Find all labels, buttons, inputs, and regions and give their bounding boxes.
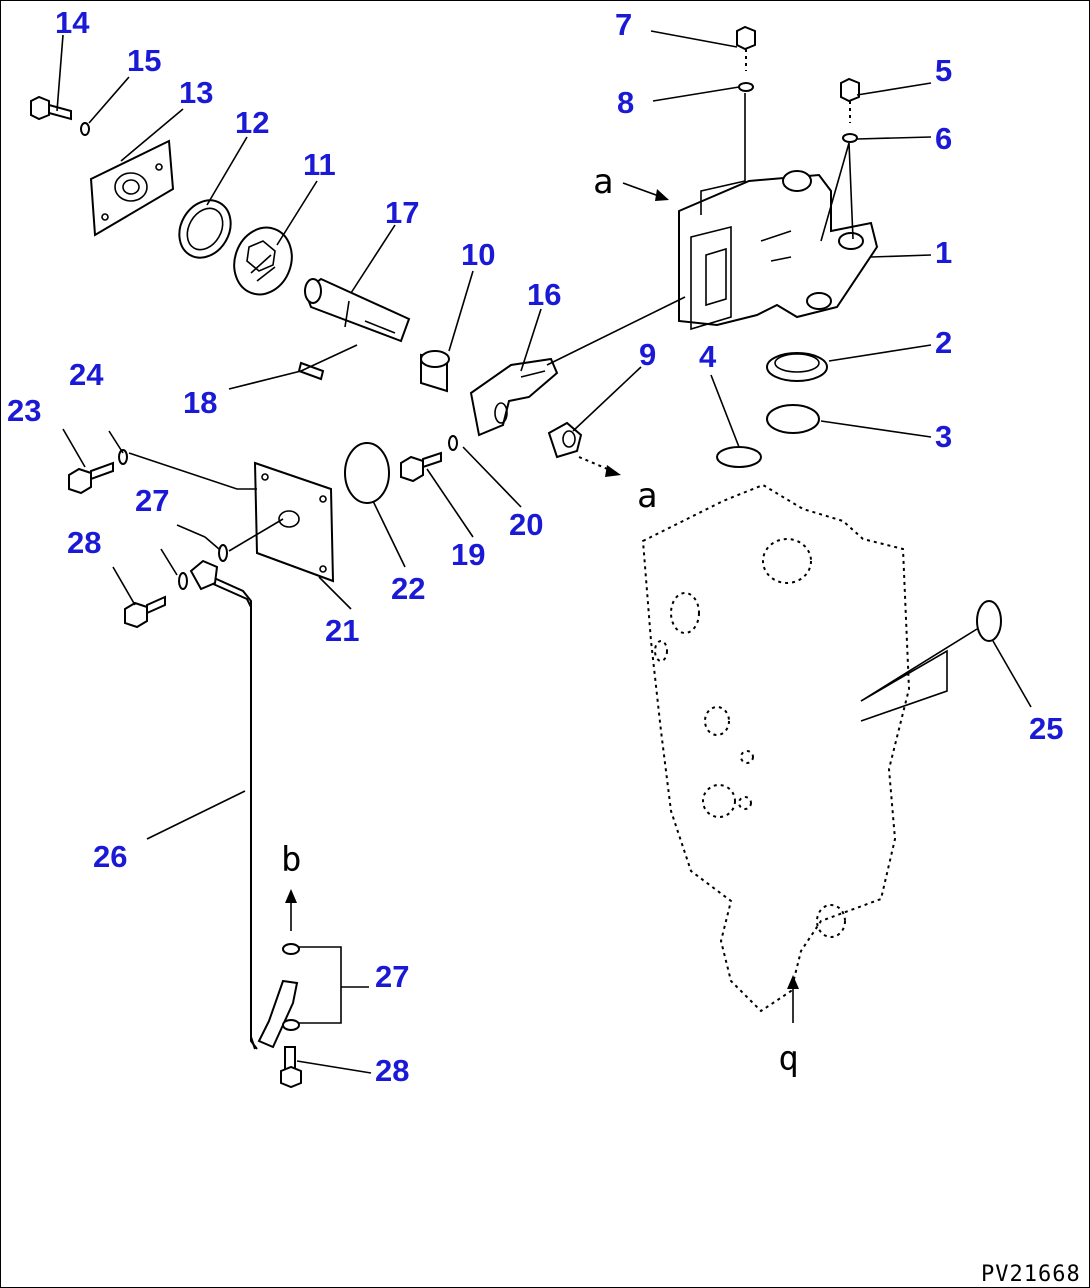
part-3-o-ring	[766, 404, 820, 434]
part-27-gasket-4	[282, 1019, 300, 1031]
callout-25: 25	[1029, 711, 1063, 746]
part-12-ring	[178, 199, 232, 259]
ref-letter-b-top: b	[281, 840, 301, 880]
part-7-bolt	[736, 25, 756, 71]
callout-11: 11	[303, 147, 336, 182]
part-23-bolt	[68, 461, 114, 495]
leader-lines	[56, 30, 1032, 1074]
callout-4: 4	[699, 339, 717, 374]
callout-18: 18	[183, 385, 217, 420]
callout-6: 6	[935, 121, 952, 156]
callout-19: 19	[451, 537, 485, 572]
callout-28-upper: 28	[67, 525, 101, 560]
callout-28-lower: 28	[375, 1053, 409, 1088]
part-21-cover	[253, 461, 335, 583]
callout-20: 20	[509, 507, 543, 542]
part-valve-body	[641, 483, 911, 1013]
part-16-lever	[469, 357, 559, 437]
part-10-bushing	[420, 350, 450, 393]
part-8-washer	[738, 82, 754, 92]
part-27-gasket-2	[218, 544, 228, 562]
part-28-bolt-lower	[280, 1046, 302, 1089]
callout-12: 12	[235, 105, 269, 140]
part-4-o-ring	[716, 446, 762, 468]
part-20-washer	[448, 435, 458, 451]
callout-10: 10	[461, 237, 495, 272]
callout-3: 3	[935, 419, 952, 454]
callout-27-upper: 27	[135, 483, 169, 518]
part-13-cover-plate	[89, 139, 175, 237]
callout-27-lower: 27	[375, 959, 409, 994]
callout-9: 9	[639, 337, 656, 372]
callout-24: 24	[69, 357, 104, 392]
ref-letter-a-top: a	[593, 162, 613, 202]
callout-8: 8	[617, 85, 634, 120]
callout-13: 13	[179, 75, 213, 110]
part-1-housing	[678, 170, 879, 331]
callout-17: 17	[385, 195, 419, 230]
part-25-o-ring	[976, 600, 1002, 642]
part-14-bolt	[30, 95, 72, 121]
part-27-gasket-3	[282, 943, 300, 955]
reference-arrows	[285, 182, 799, 1023]
callout-26: 26	[93, 839, 127, 874]
part-2-seal	[766, 352, 828, 382]
callout-22: 22	[391, 571, 425, 606]
part-11-gear	[233, 226, 293, 296]
callout-1: 1	[935, 235, 952, 270]
callout-7: 7	[615, 7, 632, 42]
callout-16: 16	[527, 277, 561, 312]
callout-23: 23	[7, 393, 41, 428]
ref-letter-b-bottom: b	[779, 1042, 799, 1082]
callout-21: 21	[325, 613, 359, 648]
callout-5: 5	[935, 53, 952, 88]
part-6-washer	[842, 133, 858, 143]
callout-2: 2	[935, 325, 952, 360]
part-18-pin	[297, 361, 325, 381]
part-27-gasket-1	[178, 572, 188, 590]
part-15-washer	[80, 122, 90, 136]
drawing-code: PV21668	[981, 1262, 1081, 1287]
part-19-bolt	[400, 451, 442, 483]
part-24-washer	[118, 449, 128, 465]
part-22-o-ring	[344, 442, 390, 504]
part-9-plug	[547, 421, 583, 459]
part-17-shaft	[303, 277, 411, 343]
part-28-bolt-upper	[124, 595, 166, 629]
part-5-bolt	[840, 77, 860, 123]
callout-14: 14	[55, 5, 90, 40]
part-26-tube	[189, 559, 299, 1050]
callout-15: 15	[127, 43, 161, 78]
ref-letter-a-bottom: a	[637, 476, 657, 516]
